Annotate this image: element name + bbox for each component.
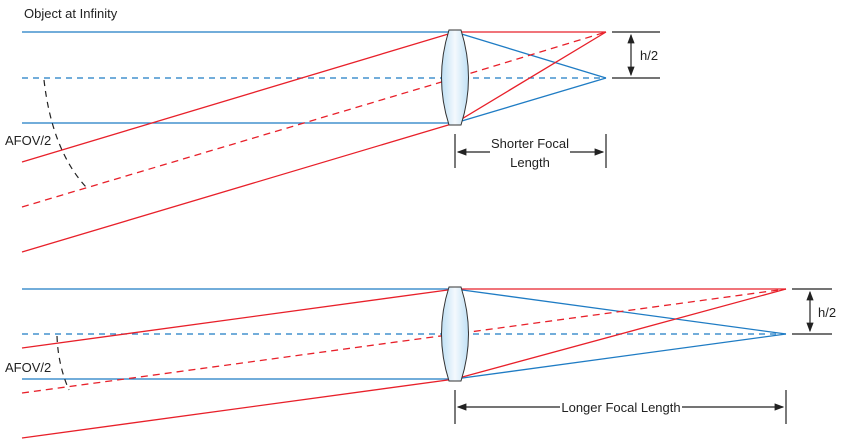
lens xyxy=(441,286,469,382)
focal-label: Longer Focal Length xyxy=(561,400,680,415)
long-focal-diagram: AFOV/2 h/2 Longer Focal Length xyxy=(5,286,836,439)
focal-label-2: Length xyxy=(510,155,550,170)
afov-label: AFOV/2 xyxy=(5,360,51,375)
focal-label-1: Shorter Focal xyxy=(491,136,569,151)
height-label: h/2 xyxy=(640,48,658,63)
afov-label: AFOV/2 xyxy=(5,133,51,148)
height-label: h/2 xyxy=(818,305,836,320)
red-chief-ray xyxy=(21,31,607,208)
title: Object at Infinity xyxy=(24,6,118,21)
afov-arc xyxy=(56,335,70,391)
lens xyxy=(441,29,469,126)
short-focal-diagram: AFOV/2 h/2 Shorter Focal Length xyxy=(5,29,660,253)
afov-arc xyxy=(43,79,87,188)
